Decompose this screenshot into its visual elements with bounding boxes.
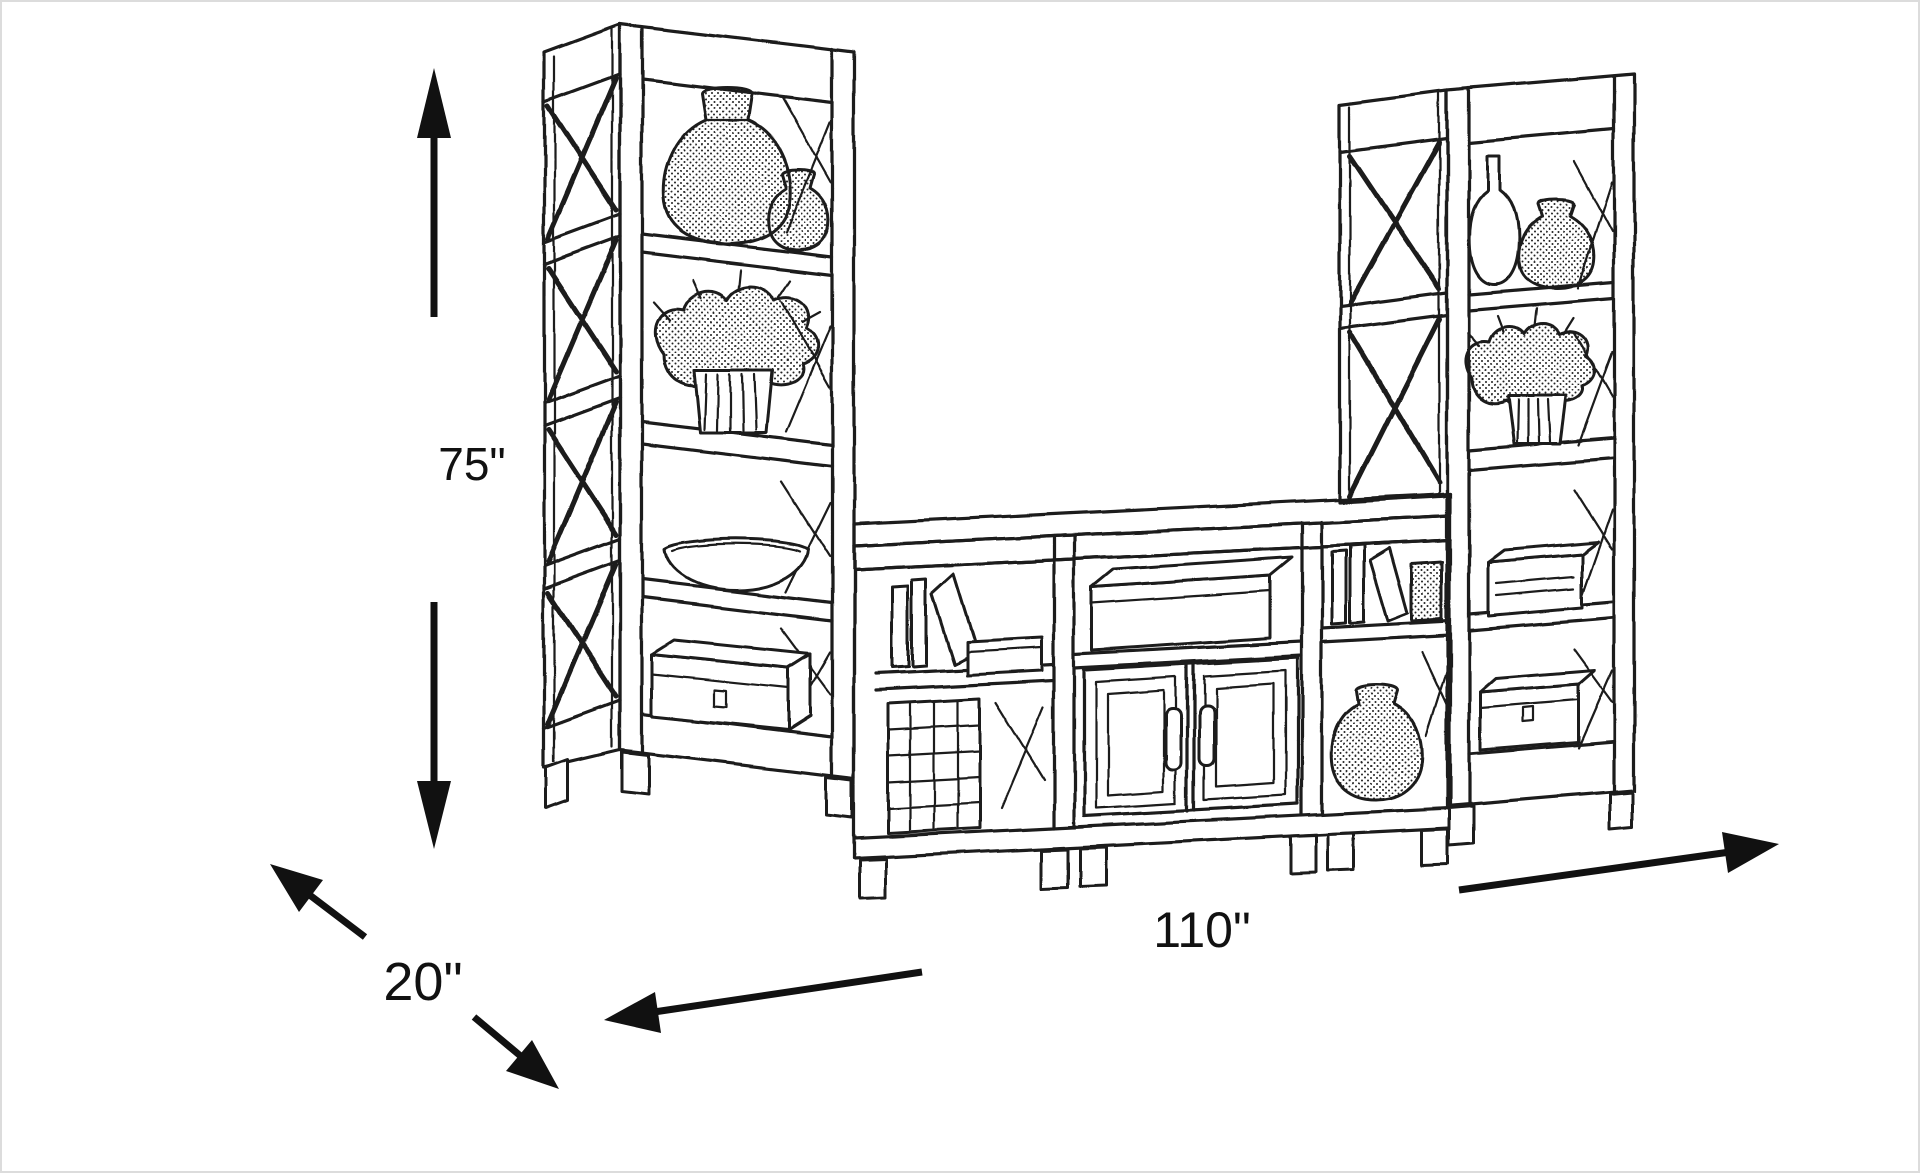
right-pier-feet [1447,790,1634,848]
door-handle-left [1164,706,1183,772]
console-books-right [1330,543,1444,626]
right-pier-backbrace-4 [1572,648,1614,750]
console-basket [886,697,1046,835]
console-books-left [890,572,1044,677]
small-vase [766,168,830,252]
bottle [1468,154,1520,286]
box-radio [1486,540,1600,618]
width-dimension: 110" [604,832,1779,1033]
width-arrow-right-line [1458,848,1731,894]
round-vase [1516,198,1596,290]
left-pier-side-panel [542,22,622,770]
console-small-box [965,636,1044,677]
console-divider-right [1300,520,1324,817]
depth-arrow-upleft-head [270,864,323,912]
right-pier-backbrace-3 [1572,488,1614,610]
depth-arrow-upper-line [304,890,368,940]
height-arrow-down-head [417,781,451,849]
console-top-band [852,514,1452,548]
potted-plant-right [1464,306,1597,446]
width-arrow-left-head [604,992,661,1033]
bowl [662,537,810,592]
chest-right [1478,668,1596,752]
console-jug [1330,650,1450,802]
right-pier-bookcase [1338,72,1636,848]
height-dimension-label: 75" [438,438,506,490]
right-pier-side-panel [1338,88,1449,504]
furniture-illustration [542,22,1636,901]
console-media-box [1090,555,1294,652]
door-handle-right [1197,702,1216,768]
depth-dimension: 20" [270,864,559,1089]
console-divider-left [1052,533,1076,830]
depth-arrow-downright-head [506,1040,559,1089]
left-pier-feet [544,750,854,820]
large-vase [662,86,792,246]
potted-plant-left [652,268,822,435]
left-pier-bookcase [542,22,856,820]
console-legs [858,827,1450,901]
width-dimension-label: 110" [1153,902,1250,958]
height-dimension: 75" [417,68,506,849]
chest-left [650,638,812,732]
console-cabinet-doors [1082,656,1300,818]
tv-console [852,492,1452,901]
console-center-shelf [1072,640,1304,670]
depth-arrow-lower-line [471,1014,526,1061]
console-right-shelf [1320,619,1452,644]
height-arrow-up-head [417,68,451,138]
width-arrow-left-line [653,968,923,1016]
left-pier-backbrace-3 [780,480,832,594]
width-arrow-right-head [1722,832,1779,873]
depth-dimension-label: 20" [383,952,462,1012]
